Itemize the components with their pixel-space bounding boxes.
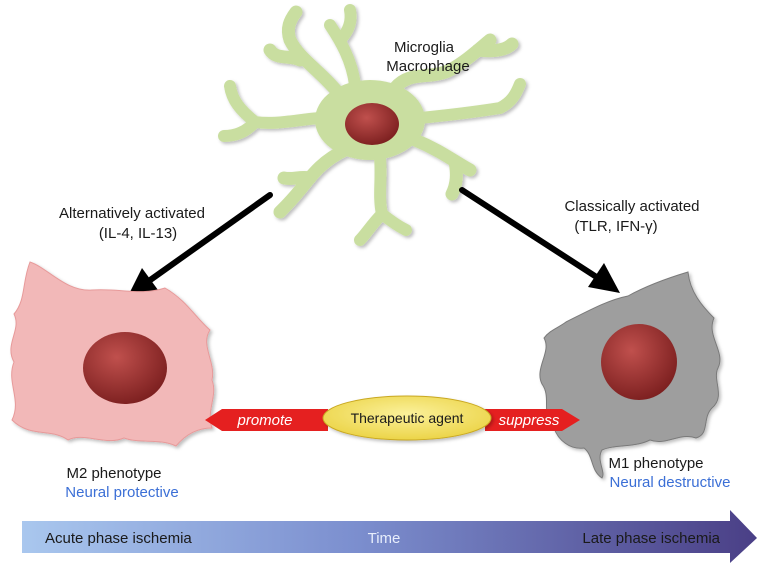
microglia-nucleus	[345, 103, 399, 145]
m2-subtitle: Neural protective	[65, 484, 178, 501]
timeline-middle: Time	[368, 530, 401, 547]
m2-nucleus	[83, 332, 167, 404]
microglia-process-3	[388, 33, 519, 95]
microglia-process-2	[324, 4, 361, 91]
timeline-end: Late phase ischemia	[582, 530, 720, 547]
m1-title: M1 phenotype	[608, 455, 703, 472]
arrow-to-m2-head	[128, 268, 158, 296]
therapeutic-agent-ellipse	[322, 395, 492, 441]
m1-subtitle: Neural destructive	[610, 474, 731, 491]
suppress-arrow	[485, 409, 580, 431]
edge-left-line1: Alternatively activated	[59, 205, 205, 222]
microglia-label-line2: Macrophage	[386, 58, 469, 75]
timeline-start: Acute phase ischemia	[45, 530, 192, 547]
microglia-label-line1: Microglia	[394, 39, 455, 56]
microglia-process-5	[408, 133, 477, 201]
microglia-process-1	[263, 5, 347, 102]
arrow-to-m2	[143, 192, 273, 286]
microglia-process-4	[414, 78, 526, 124]
arrow-to-m1-head	[588, 263, 620, 293]
m2-title: M2 phenotype	[66, 465, 161, 482]
time-arrow	[22, 510, 757, 563]
m1-nucleus	[601, 324, 677, 400]
edge-right-line1: Classically activated	[564, 198, 699, 215]
edge-right-line2: (TLR, IFN-γ)	[574, 218, 657, 235]
microglia-cell	[218, 4, 526, 246]
microglia-process-7	[273, 143, 352, 219]
arrow-to-m1	[459, 187, 601, 281]
promote-arrow	[205, 409, 328, 431]
microglia-process-6	[354, 152, 412, 246]
edge-left-line2: (IL-4, IL-13)	[99, 225, 177, 242]
suppress-label: suppress	[499, 412, 560, 429]
promote-label: promote	[236, 412, 292, 429]
microglia-process-8	[218, 80, 326, 142]
therapeutic-agent-label: Therapeutic agent	[351, 410, 464, 426]
